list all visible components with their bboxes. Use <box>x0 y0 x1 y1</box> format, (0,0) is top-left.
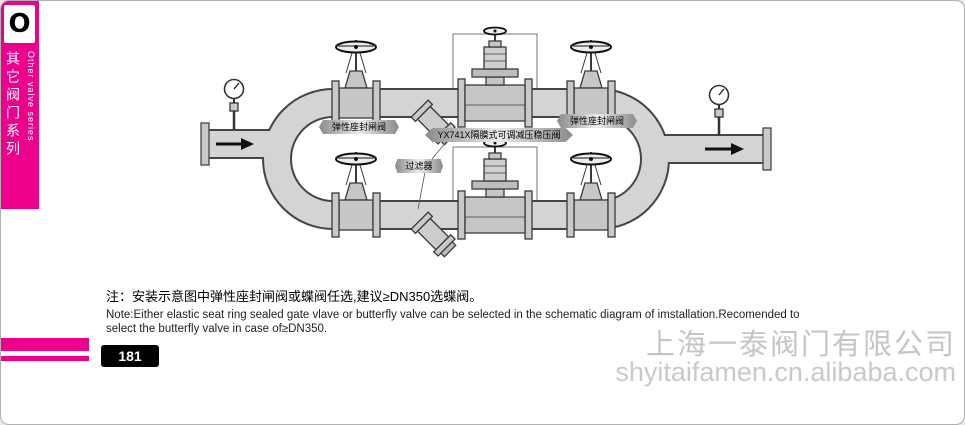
label-elastic-gate-valve-right: 弹性座封闸阀 <box>557 114 637 128</box>
watermark-url: shyitaifamen.cn.alibaba.com <box>615 357 956 387</box>
gate-valve-bottom-left <box>331 151 381 238</box>
label-elastic-gate-valve-left: 弹性座封闸阀 <box>319 120 399 134</box>
series-title-en: Other valve series <box>26 51 36 142</box>
watermark-company: 上海一泰阀门有限公司 <box>645 329 956 361</box>
label-pressure-reducing-valve: YX741X隔膜式可调减压稳压阀 <box>425 128 573 142</box>
label-strainer: 过滤器 <box>395 159 443 173</box>
pressure-gauge-outlet <box>708 84 730 137</box>
note-chinese: 注：安装示意图中弹性座封闸阀或蝶阀任选,建议≥DN350选蝶阀。 <box>106 289 483 304</box>
leader-line-strainer-bottom <box>417 171 426 210</box>
pressure-gauge-inlet <box>223 78 245 131</box>
series-sidebar: O 其它阀门系列 Other valve series <box>1 1 39 209</box>
outlet-flange <box>762 127 772 171</box>
gate-valve-top-left <box>331 39 381 126</box>
pressure-reducing-valve-bottom <box>457 138 533 240</box>
inlet-flange <box>200 122 210 166</box>
footer-accent-line <box>1 356 89 361</box>
installation-note: 注：安装示意图中弹性座封闸阀或蝶阀任选,建议≥DN350选蝶阀。 Note:Ei… <box>106 286 906 336</box>
flow-arrow-outlet <box>705 143 744 155</box>
page-number-badge: 181 <box>101 345 159 367</box>
note-english-line1: Note:Either elastic seat ring sealed gat… <box>106 309 800 321</box>
series-title-cn: 其它阀门系列 <box>5 51 21 159</box>
pressure-reducing-valve-top <box>457 26 533 128</box>
series-letter: O <box>4 5 35 43</box>
gate-valve-bottom-right <box>566 151 616 238</box>
footer-accent-bar <box>1 338 89 351</box>
gate-valve-top-right <box>566 39 616 126</box>
flow-arrow-inlet <box>216 138 254 150</box>
leader-line-strainer-top <box>431 140 448 160</box>
note-english-line2: select the butterfly valve in case of≥DN… <box>106 323 328 335</box>
